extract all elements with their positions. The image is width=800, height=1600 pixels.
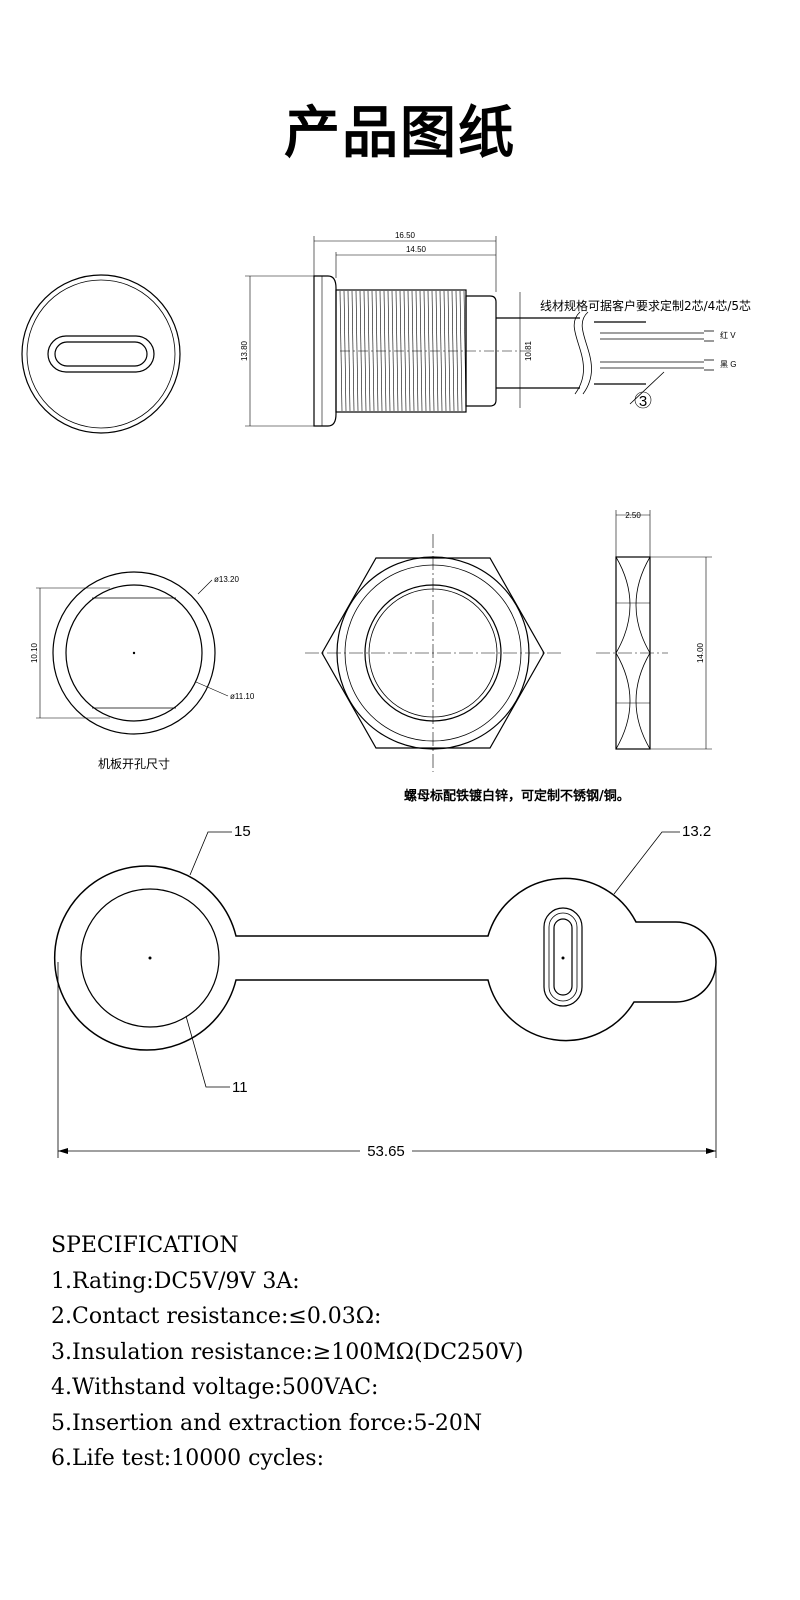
thread-lines [339,290,467,412]
dim-overall-label: 16.50 [395,231,416,240]
wire-black-label: 黑 G [720,360,736,369]
spec-item-insulation-resistance: 3.Insulation resistance:≥100MΩ(DC250V) [51,1339,524,1365]
dim-tail-label: 10.81 [524,340,533,361]
thread-line [367,290,371,412]
spec-item-insertion-force: 5.Insertion and extraction force:5-20N [51,1410,483,1436]
thread-line [439,290,443,412]
spec-item-rating: 1.Rating:DC5V/9V 3A: [51,1268,300,1294]
cap-dim-inner-label: 11 [232,1079,248,1096]
connector-rear [465,295,497,407]
usb-c-slot-outer [47,335,155,373]
cap-dim-length-label: 53.65 [367,1143,405,1160]
specification-block: SPECIFICATION 1.Rating:DC5V/9V 3A: 2.Con… [51,1228,771,1477]
spec-item-contact-resistance: 2.Contact resistance:≤0.03Ω: [51,1304,382,1329]
dim-height-label: 13.80 [240,340,249,361]
cap-ring-inner [80,888,220,1028]
dim-nut-height-label: 14.00 [696,642,705,663]
specification-heading: SPECIFICATION [51,1233,239,1258]
dust-cap-outline [54,865,717,1051]
dim-thread-label: 14.50 [406,245,427,254]
spec-item-life-test: 6.Life test:10000 cycles: [51,1446,325,1471]
dim-outer-diameter-label: ø13.20 [214,575,239,584]
page-title: 产品图纸 [284,100,516,166]
wire-red-label: 红 V [720,330,736,340]
thread-line [355,290,359,412]
thread-line [403,290,407,412]
cutout-outer-circle [52,571,216,735]
cap-plug-outer [543,907,583,1007]
hex-nut-side-view: 2.50 14.00 [596,510,712,750]
dim-inner-diameter-label: ø11.10 [230,692,255,701]
panel-cutout-caption: 机板开孔尺寸 [98,757,170,771]
nut-caption: 螺母标配铁镀白锌，可定制不锈钢/铜。 [404,788,630,804]
panel-cutout-view: 10.10 ø13.20 ø11.10 机板开孔尺寸 [30,571,255,771]
front-view-outer-ring [21,274,181,434]
dim-thickness-label: 2.50 [625,511,641,520]
cap-dim-plug-label: 13.2 [682,823,711,840]
hex-nut-front-view [305,534,562,772]
thread-line [427,290,431,412]
cap-dim-outer-label: 15 [234,823,251,840]
dust-cap-view: 15 11 13.2 53.65 [54,823,717,1160]
cable-note: 线材规格可据客户要求定制2芯/4芯/5芯 [540,298,751,313]
connector-flange [313,275,337,427]
side-view: 16.50 14.50 13.80 10.81 [240,231,751,427]
cutout-inner-circle [65,584,203,722]
thread-line [391,290,395,412]
dim-flat-label: 10.10 [30,642,39,663]
front-view [21,274,181,434]
spec-item-withstand-voltage: 4.Withstand voltage:500VAC: [51,1375,379,1400]
cap-plug-inner [553,918,573,996]
cable-break [573,311,584,395]
callout-number: 3 [639,393,647,410]
cutout-center-point [132,651,136,655]
front-view-inner-ring [26,279,176,429]
usb-c-slot-inner [54,341,148,367]
